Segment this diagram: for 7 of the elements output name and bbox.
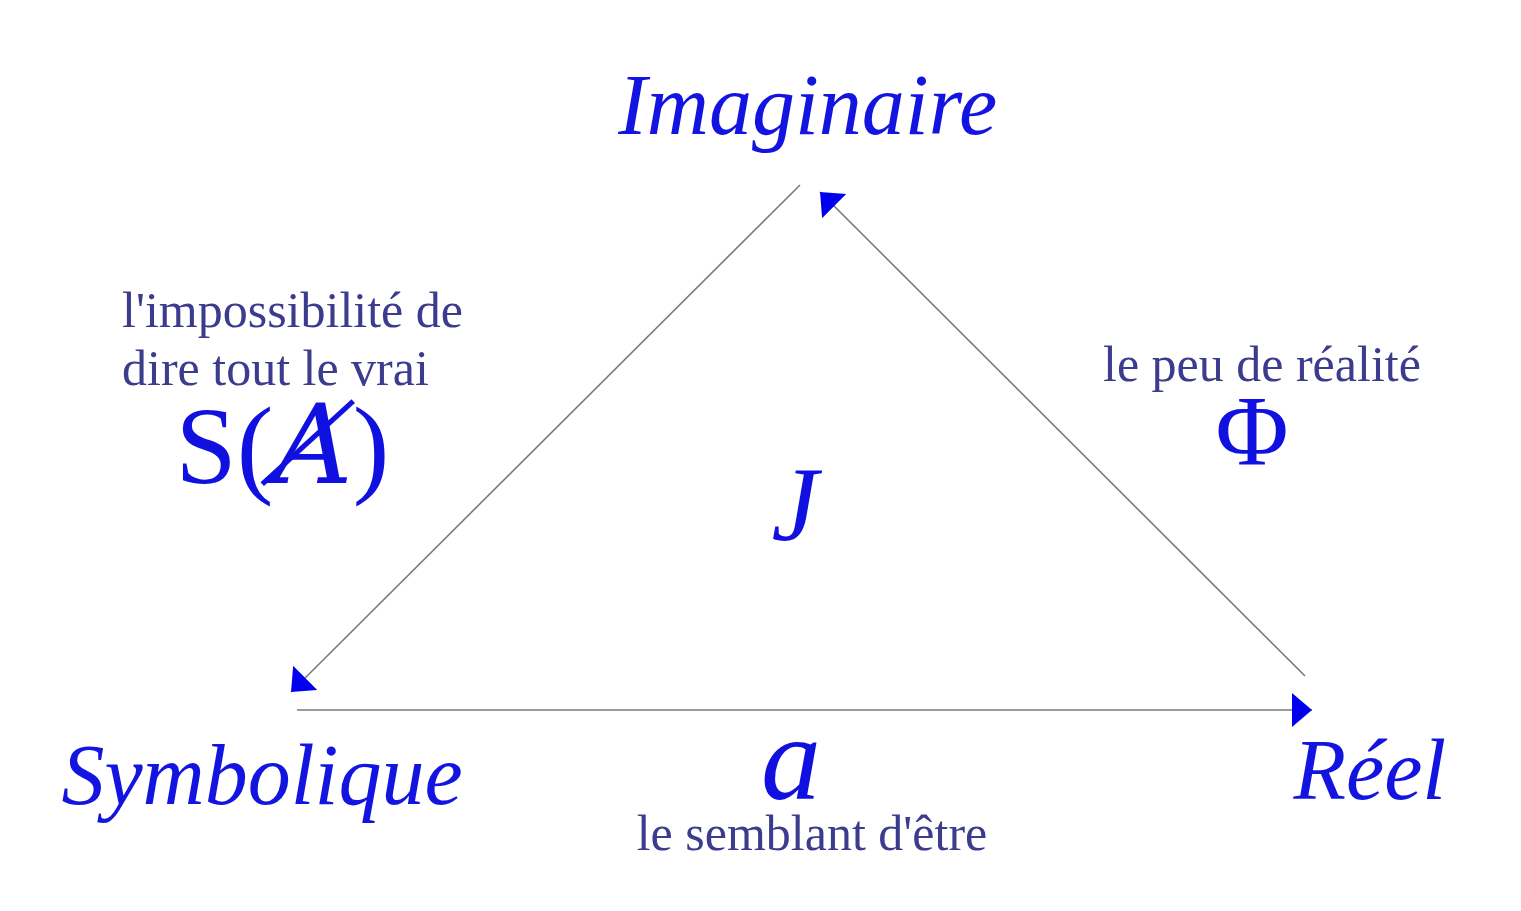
- arrow: [819, 191, 1306, 677]
- arrow: [290, 184, 801, 693]
- vertex-label: Réel: [1290, 719, 1459, 823]
- vertex-label: Symbolique: [58, 724, 475, 828]
- math-symbol: J: [767, 442, 833, 568]
- arrow: [296, 693, 1313, 727]
- vertex-label: Imaginaire: [614, 54, 1010, 158]
